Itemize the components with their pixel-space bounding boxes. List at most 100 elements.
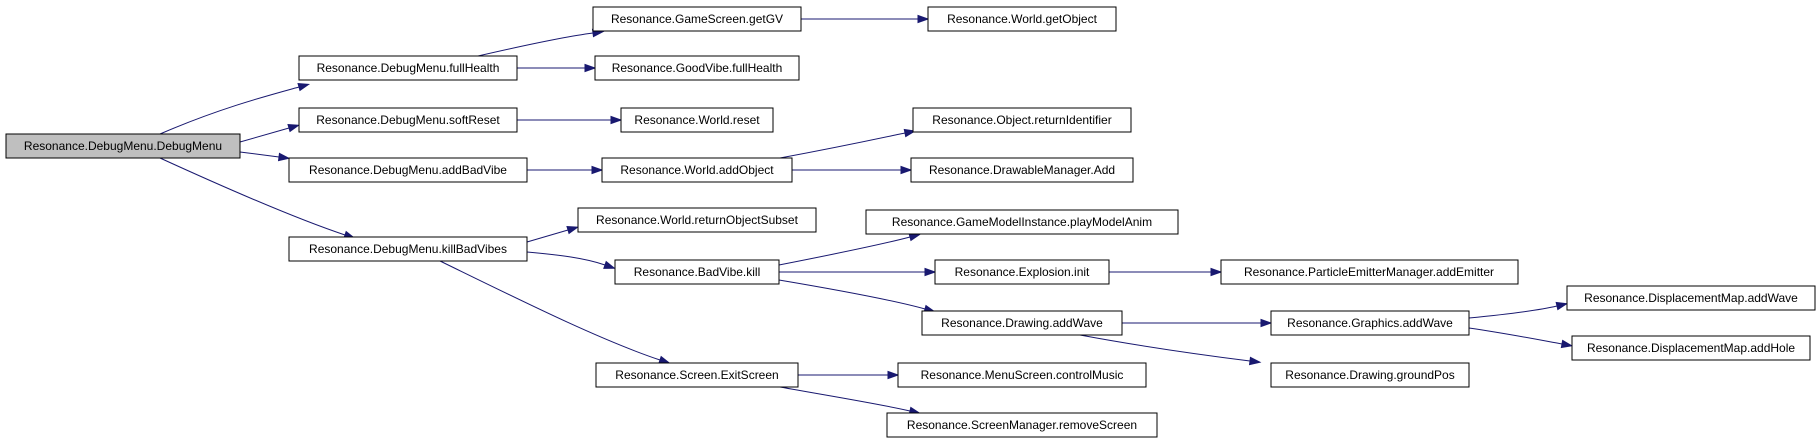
arrowhead	[917, 14, 930, 24]
edge-n10-n16	[779, 267, 937, 277]
node-label: Resonance.DebugMenu.killBadVibes	[309, 242, 507, 256]
node-screenmanager-removescreen[interactable]: Resonance.ScreenManager.removeScreen	[886, 412, 1158, 438]
arrowhead	[591, 165, 604, 175]
node-label: Resonance.Explosion.init	[955, 265, 1090, 279]
arrowhead	[658, 355, 671, 364]
node-debugmenu-softreset[interactable]: Resonance.DebugMenu.softReset	[298, 107, 518, 133]
node-label: Resonance.DrawableManager.Add	[929, 163, 1115, 177]
node-label: Resonance.BadVibe.kill	[634, 265, 761, 279]
node-label: Resonance.DebugMenu.addBadVibe	[309, 163, 507, 177]
node-drawablemanager-add[interactable]: Resonance.DrawableManager.Add	[910, 157, 1134, 183]
edge-n16-n20	[1109, 267, 1223, 277]
arrowhead	[1248, 356, 1262, 366]
node-label: Resonance.Graphics.addWave	[1287, 316, 1453, 330]
node-label: Resonance.World.getObject	[947, 12, 1098, 26]
node-drawing-addwave[interactable]: Resonance.Drawing.addWave	[921, 310, 1123, 336]
node-label: Resonance.World.reset	[634, 113, 760, 127]
arrowhead	[908, 232, 922, 242]
arrowhead	[1260, 318, 1273, 328]
node-drawing-groundpos[interactable]: Resonance.Drawing.groundPos	[1270, 362, 1470, 388]
node-label: Resonance.Drawing.addWave	[941, 316, 1103, 330]
edge-line	[159, 86, 300, 135]
node-object-returnidentifier[interactable]: Resonance.Object.returnIdentifier	[912, 107, 1132, 133]
node-label: Resonance.Object.returnIdentifier	[932, 113, 1111, 127]
edge-n0-n3	[239, 151, 291, 162]
arrowhead	[277, 152, 291, 162]
edge-n0-n1	[159, 82, 311, 135]
node-screen-exitscreen[interactable]: Resonance.Screen.ExitScreen	[595, 362, 799, 388]
edge-line	[1079, 334, 1251, 362]
node-world-returnobjectsubset[interactable]: Resonance.World.returnObjectSubset	[577, 207, 817, 233]
edge-n8-n14	[792, 165, 913, 175]
edge-line	[439, 260, 661, 361]
node-world-reset[interactable]: Resonance.World.reset	[620, 107, 774, 133]
node-label: Resonance.GameModelInstance.playModelAni…	[892, 215, 1152, 229]
node-label: Resonance.DebugMenu.fullHealth	[317, 61, 500, 75]
edge-line	[526, 229, 569, 243]
arrowhead	[887, 370, 900, 380]
node-menuscreen-controlmusic[interactable]: Resonance.MenuScreen.controlMusic	[897, 362, 1147, 388]
node-label: Resonance.DisplacementMap.addWave	[1584, 291, 1798, 305]
node-debugmenu-fullhealth[interactable]: Resonance.DebugMenu.fullHealth	[298, 55, 518, 81]
edge-line	[477, 32, 594, 57]
node-graphics-addwave[interactable]: Resonance.Graphics.addWave	[1270, 310, 1470, 336]
edge-n5-n12	[801, 14, 930, 24]
edge-n8-n13	[779, 128, 917, 159]
node-gamescreen-getgv[interactable]: Resonance.GameScreen.getGV	[592, 6, 802, 32]
node-explosion-init[interactable]: Resonance.Explosion.init	[934, 259, 1110, 285]
edge-line	[239, 127, 290, 143]
node-label: Resonance.World.addObject	[620, 163, 774, 177]
edge-line	[1468, 327, 1563, 345]
edge-n10-n15	[778, 232, 922, 266]
node-particleemittermanager-addemitter[interactable]: Resonance.ParticleEmitterManager.addEmit…	[1220, 259, 1519, 285]
node-label: Resonance.ScreenManager.removeScreen	[907, 418, 1137, 432]
edge-n0-n2	[239, 123, 301, 143]
node-label: Resonance.DebugMenu.DebugMenu	[24, 139, 222, 153]
arrowhead	[566, 226, 580, 235]
edge-n10-n17	[778, 279, 937, 314]
edge-n21-n23	[1468, 301, 1569, 319]
node-gamemodelinstance-playmodelanim[interactable]: Resonance.GameModelInstance.playModelAni…	[865, 209, 1179, 235]
edge-n2-n7	[517, 115, 623, 125]
edge-n17-n22	[1079, 334, 1262, 366]
edge-n11-n18	[798, 370, 900, 380]
edge-n21-n24	[1468, 327, 1574, 349]
edge-n3-n8	[527, 165, 604, 175]
node-label: Resonance.DebugMenu.softReset	[316, 113, 500, 127]
edge-n4-n10	[526, 251, 616, 269]
node-debugmenu-addbadvibe[interactable]: Resonance.DebugMenu.addBadVibe	[288, 157, 528, 183]
edge-n4-n9	[526, 226, 580, 243]
node-world-getobject[interactable]: Resonance.World.getObject	[927, 6, 1117, 32]
node-debugmenu-debugmenu[interactable]: Resonance.DebugMenu.DebugMenu	[5, 133, 241, 159]
edge-line	[239, 151, 280, 158]
node-world-addobject[interactable]: Resonance.World.addObject	[601, 157, 793, 183]
edge-n1-n5	[477, 28, 605, 57]
edge-line	[779, 132, 906, 159]
arrowhead	[603, 260, 616, 269]
arrowhead	[924, 267, 937, 277]
arrowhead	[287, 123, 301, 133]
node-label: Resonance.World.returnObjectSubset	[596, 213, 799, 227]
node-displacementmap-addwave[interactable]: Resonance.DisplacementMap.addWave	[1566, 285, 1816, 311]
node-debugmenu-killbadvibes[interactable]: Resonance.DebugMenu.killBadVibes	[288, 236, 528, 262]
edge-n17-n21	[1122, 318, 1273, 328]
edge-line	[1468, 305, 1558, 319]
node-displacementmap-addhole[interactable]: Resonance.DisplacementMap.addHole	[1571, 335, 1811, 361]
edge-line	[779, 386, 911, 412]
arrowhead	[1555, 301, 1569, 311]
arrowhead	[297, 82, 311, 92]
edge-n1-n6	[517, 63, 597, 73]
arrowhead	[900, 165, 913, 175]
arrowhead	[1560, 339, 1574, 349]
node-label: Resonance.DisplacementMap.addHole	[1587, 341, 1795, 355]
arrowhead	[903, 128, 917, 138]
arrowhead	[1210, 267, 1223, 277]
edge-n11-n19	[779, 386, 922, 416]
node-badvibe-kill[interactable]: Resonance.BadVibe.kill	[614, 259, 780, 285]
edge-line	[778, 236, 911, 266]
node-goodvibe-fullhealth[interactable]: Resonance.GoodVibe.fullHealth	[594, 55, 800, 81]
node-label: Resonance.GameScreen.getGV	[611, 12, 783, 26]
node-label: Resonance.Screen.ExitScreen	[615, 368, 778, 382]
edge-line	[159, 157, 346, 236]
